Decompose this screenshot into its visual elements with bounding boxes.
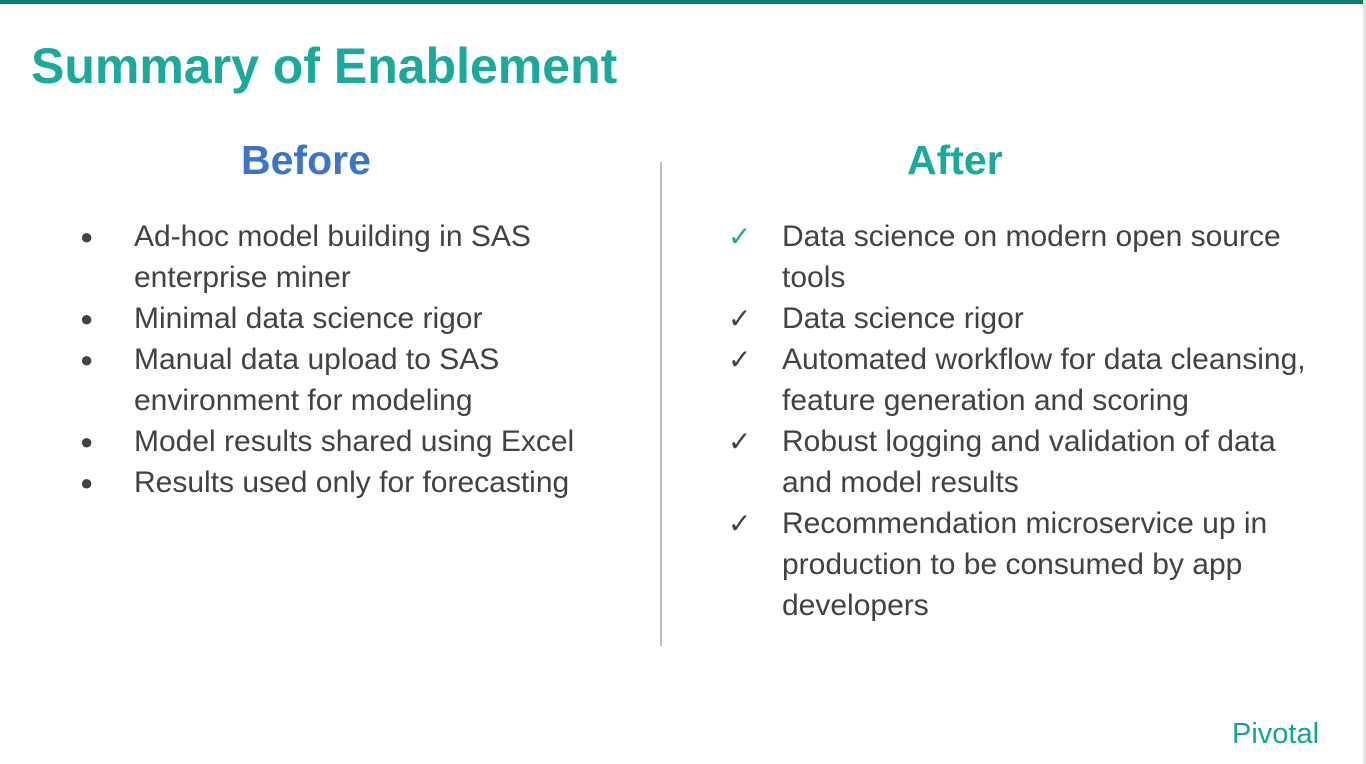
bullet-icon: ●	[80, 429, 94, 454]
after-item-text: Robust logging and validation of data an…	[782, 425, 1276, 499]
before-item: ● Manual data upload to SAS environment …	[80, 339, 620, 421]
checkmark-icon: ✓	[728, 343, 752, 376]
before-item: ● Results used only for forecasting	[80, 462, 620, 503]
before-item-text: Minimal data science rigor	[134, 302, 483, 335]
after-item: ✓ Automated workflow for data cleansing,…	[728, 339, 1328, 421]
before-item: ● Model results shared using Excel	[80, 421, 620, 462]
after-item-text: Data science on modern open source tools	[782, 220, 1281, 294]
after-heading: After	[907, 137, 1003, 183]
before-item-text: Manual data upload to SAS environment fo…	[134, 343, 500, 417]
checkmark-icon: ✓	[728, 425, 752, 458]
checkmark-icon: ✓	[728, 220, 752, 253]
after-item: ✓ Data science on modern open source too…	[728, 216, 1328, 298]
before-heading: Before	[241, 137, 371, 183]
after-item-text: Automated workflow for data cleansing, f…	[782, 343, 1306, 417]
bullet-icon: ●	[80, 306, 94, 331]
after-item: ✓ Robust logging and validation of data …	[728, 421, 1328, 503]
after-item: ✓ Recommendation microservice up in prod…	[728, 503, 1328, 626]
before-item: ● Minimal data science rigor	[80, 298, 620, 339]
bullet-icon: ●	[80, 470, 94, 495]
before-item: ● Ad-hoc model building in SAS enterpris…	[80, 216, 620, 298]
before-list: ● Ad-hoc model building in SAS enterpris…	[80, 216, 620, 503]
bullet-icon: ●	[80, 347, 94, 372]
before-item-text: Model results shared using Excel	[134, 425, 575, 458]
slide-title: Summary of Enablement	[31, 38, 618, 94]
after-list: ✓ Data science on modern open source too…	[728, 216, 1328, 626]
before-item-text: Ad-hoc model building in SAS enterprise …	[134, 220, 531, 294]
pivotal-logo: Pivotal	[1232, 718, 1320, 750]
checkmark-icon: ✓	[728, 507, 752, 540]
after-item-text: Data science rigor	[782, 302, 1024, 335]
column-divider	[660, 162, 662, 646]
before-item-text: Results used only for forecasting	[134, 466, 570, 499]
after-item: ✓ Data science rigor	[728, 298, 1328, 339]
right-edge-border	[1363, 0, 1366, 764]
checkmark-icon: ✓	[728, 302, 752, 335]
after-item-text: Recommendation microservice up in produc…	[782, 507, 1268, 622]
bullet-icon: ●	[80, 224, 94, 249]
top-accent-rule	[0, 0, 1366, 4]
